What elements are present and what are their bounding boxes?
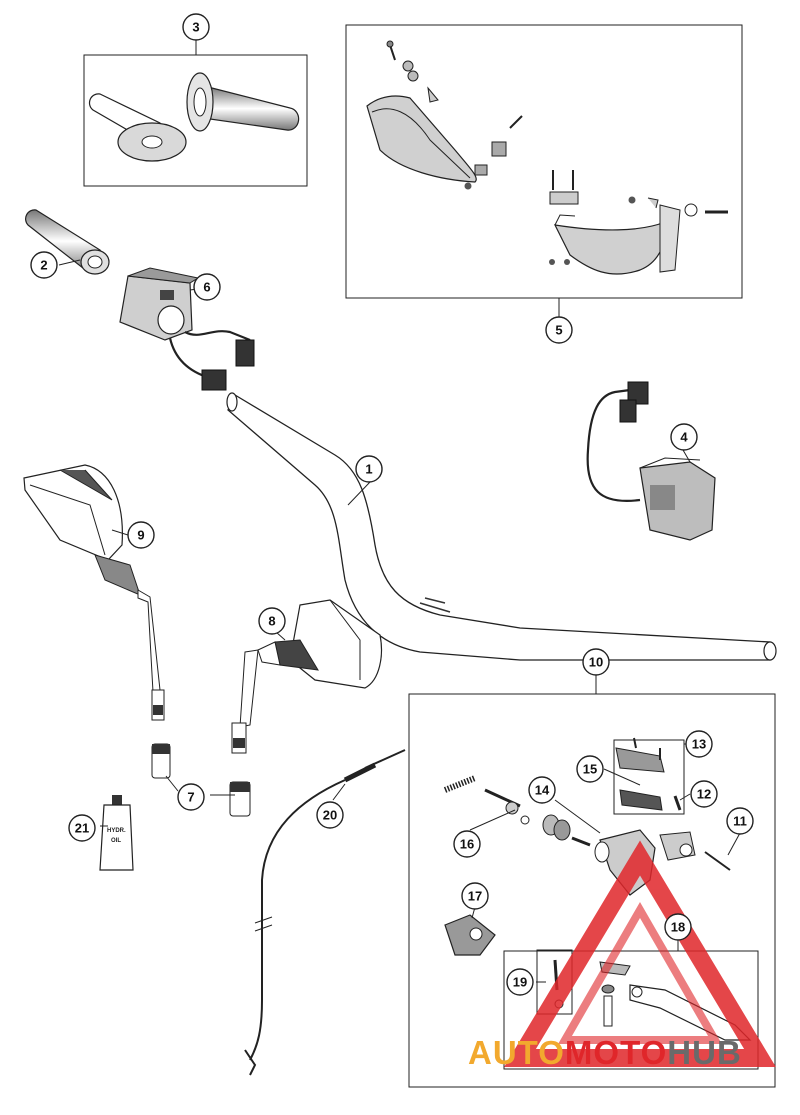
callout-label-5: 5 (555, 323, 562, 338)
handguard-kit-box (345, 24, 743, 299)
left-mirror-part (23, 464, 165, 721)
callout-12: 12 (690, 780, 718, 808)
callout-circle (576, 755, 604, 783)
callout-13: 13 (685, 730, 713, 758)
callout-label-15: 15 (583, 762, 597, 777)
callout-15: 15 (576, 755, 604, 783)
callout-circle (664, 913, 692, 941)
leader-lines (58, 40, 741, 983)
callout-8: 8 (258, 607, 286, 635)
callout-circle (685, 730, 713, 758)
callout-label-6: 6 (203, 280, 210, 295)
callout-circle (453, 830, 481, 858)
callout-circle (670, 423, 698, 451)
callout-label-17: 17 (468, 889, 482, 904)
callout-4: 4 (670, 423, 698, 451)
hand-brake-cylinder-box (408, 693, 776, 1088)
watermark-logo (504, 840, 776, 1067)
callout-label-2: 2 (40, 258, 47, 273)
callout-circle (258, 607, 286, 635)
handguard-kit-part (366, 40, 728, 275)
right-mirror-part (231, 599, 383, 754)
callout-7: 7 (177, 783, 205, 811)
callout-label-19: 19 (513, 975, 527, 990)
oil-bottle-label-line1: HYDR. (107, 828, 126, 834)
callout-circle (582, 648, 610, 676)
callout-1: 1 (355, 455, 383, 483)
left-switch-part (119, 267, 255, 391)
callout-circle (528, 776, 556, 804)
callout-label-13: 13 (692, 737, 706, 752)
callout-label-10: 10 (589, 655, 603, 670)
callout-14: 14 (528, 776, 556, 804)
callout-18: 18 (664, 913, 692, 941)
callout-label-20: 20 (323, 808, 337, 823)
callout-circle (545, 316, 573, 344)
callout-10: 10 (582, 648, 610, 676)
watermark-text-hub: HUB (667, 1034, 742, 1071)
right-switch-part (586, 381, 716, 541)
watermark-text-auto: AUTO (468, 1034, 565, 1071)
hydraulic-oil-bottle: HYDR. OIL (99, 795, 134, 871)
callout-label-11: 11 (733, 814, 747, 829)
callout-5: 5 (545, 316, 573, 344)
callout-16: 16 (453, 830, 481, 858)
callout-6: 6 (193, 273, 221, 301)
callout-label-8: 8 (268, 614, 275, 629)
callout-circle (726, 807, 754, 835)
callout-label-18: 18 (671, 920, 685, 935)
callout-label-7: 7 (187, 790, 194, 805)
watermark-triangle (504, 840, 776, 1067)
callout-circle (182, 13, 210, 41)
lever-set-box (503, 950, 759, 1070)
callout-label-14: 14 (535, 783, 550, 798)
grip-part (25, 209, 110, 275)
callout-19: 19 (506, 968, 534, 996)
callout-circle (316, 801, 344, 829)
handlebar-part (226, 392, 777, 661)
callout-17: 17 (461, 882, 489, 910)
callout-circle (461, 882, 489, 910)
grip-set-part (88, 72, 300, 162)
watermark-text-moto: MOTO (565, 1034, 667, 1071)
callout-circle (690, 780, 718, 808)
callout-11: 11 (726, 807, 754, 835)
mirror-adapter-part (151, 743, 251, 817)
callout-circle (506, 968, 534, 996)
callout-circle (68, 814, 96, 842)
callout-label-9: 9 (137, 528, 144, 543)
callout-20: 20 (316, 801, 344, 829)
callout-label-21: 21 (75, 821, 89, 836)
callout-label-4: 4 (680, 430, 688, 445)
callout-9: 9 (127, 521, 155, 549)
callout-circle (177, 783, 205, 811)
callout-3: 3 (182, 13, 210, 41)
callout-label-12: 12 (697, 787, 711, 802)
callout-label-16: 16 (460, 837, 474, 852)
callout-label-3: 3 (192, 20, 199, 35)
callout-circle (355, 455, 383, 483)
callout-21: 21 (68, 814, 96, 842)
callout-label-1: 1 (365, 462, 372, 477)
cover-set-box (613, 739, 685, 815)
callout-circle (193, 273, 221, 301)
watermark-text: AUTOMOTOHUB (468, 1034, 742, 1071)
oil-bottle-label-line2: OIL (111, 838, 121, 844)
callout-circle (30, 251, 58, 279)
callout-circle (127, 521, 155, 549)
hand-brake-cylinder-parts (443, 737, 752, 1041)
callout-2: 2 (30, 251, 58, 279)
cable-part (244, 749, 406, 1076)
